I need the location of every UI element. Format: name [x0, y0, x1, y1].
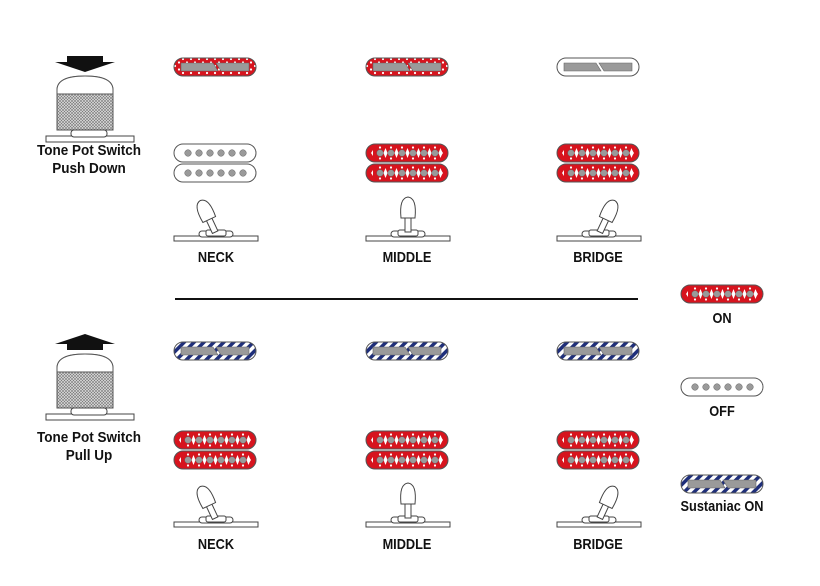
humbucker-pickup-on [365, 430, 451, 477]
legend-pickup-off [680, 377, 766, 404]
position-label-bridge: BRIDGE [573, 536, 623, 553]
toggle-switch-bridge-icon [556, 482, 644, 535]
humbucker-pickup-on [173, 430, 259, 477]
legend-label-off: OFF [709, 403, 735, 420]
mode-label-line1: Tone Pot Switch [36, 142, 142, 159]
position-label-bridge: BRIDGE [573, 249, 623, 266]
section-divider [175, 298, 638, 300]
single-pickup-off [556, 57, 642, 84]
tone-knob-icon [45, 56, 137, 149]
mode-label-line2: Push Down [52, 160, 126, 177]
toggle-switch-middle-icon [365, 482, 453, 535]
humbucker-pickup-on [556, 143, 642, 190]
single-pickup-on [173, 57, 259, 84]
humbucker-pickup-on [365, 143, 451, 190]
position-label-middle: MIDDLE [382, 536, 432, 553]
toggle-switch-neck-icon [173, 196, 261, 249]
position-label-middle: MIDDLE [382, 249, 432, 266]
legend-label-on: ON [712, 310, 732, 327]
legend-pickup-sustainiac [680, 474, 766, 501]
single-pickup-sustainiac [556, 341, 642, 368]
tone-knob-icon [45, 334, 137, 427]
legend-pickup-on [680, 284, 766, 311]
toggle-switch-middle-icon [365, 196, 453, 249]
mode-label-line2: Pull Up [65, 447, 113, 464]
toggle-switch-bridge-icon [556, 196, 644, 249]
humbucker-pickup-off [173, 143, 259, 190]
single-pickup-sustainiac [173, 341, 259, 368]
mode-label-pull-up: Tone Pot Switch Pull Up [26, 429, 152, 465]
humbucker-pickup-on [556, 430, 642, 477]
toggle-switch-neck-icon [173, 482, 261, 535]
mode-label-line1: Tone Pot Switch [36, 429, 142, 446]
single-pickup-on [365, 57, 451, 84]
single-pickup-sustainiac [365, 341, 451, 368]
position-label-neck: NECK [197, 536, 235, 553]
legend-label-sustainiac: Sustaniac ON [680, 498, 764, 515]
mode-label-push-down: Tone Pot Switch Push Down [26, 142, 152, 178]
position-label-neck: NECK [197, 249, 235, 266]
